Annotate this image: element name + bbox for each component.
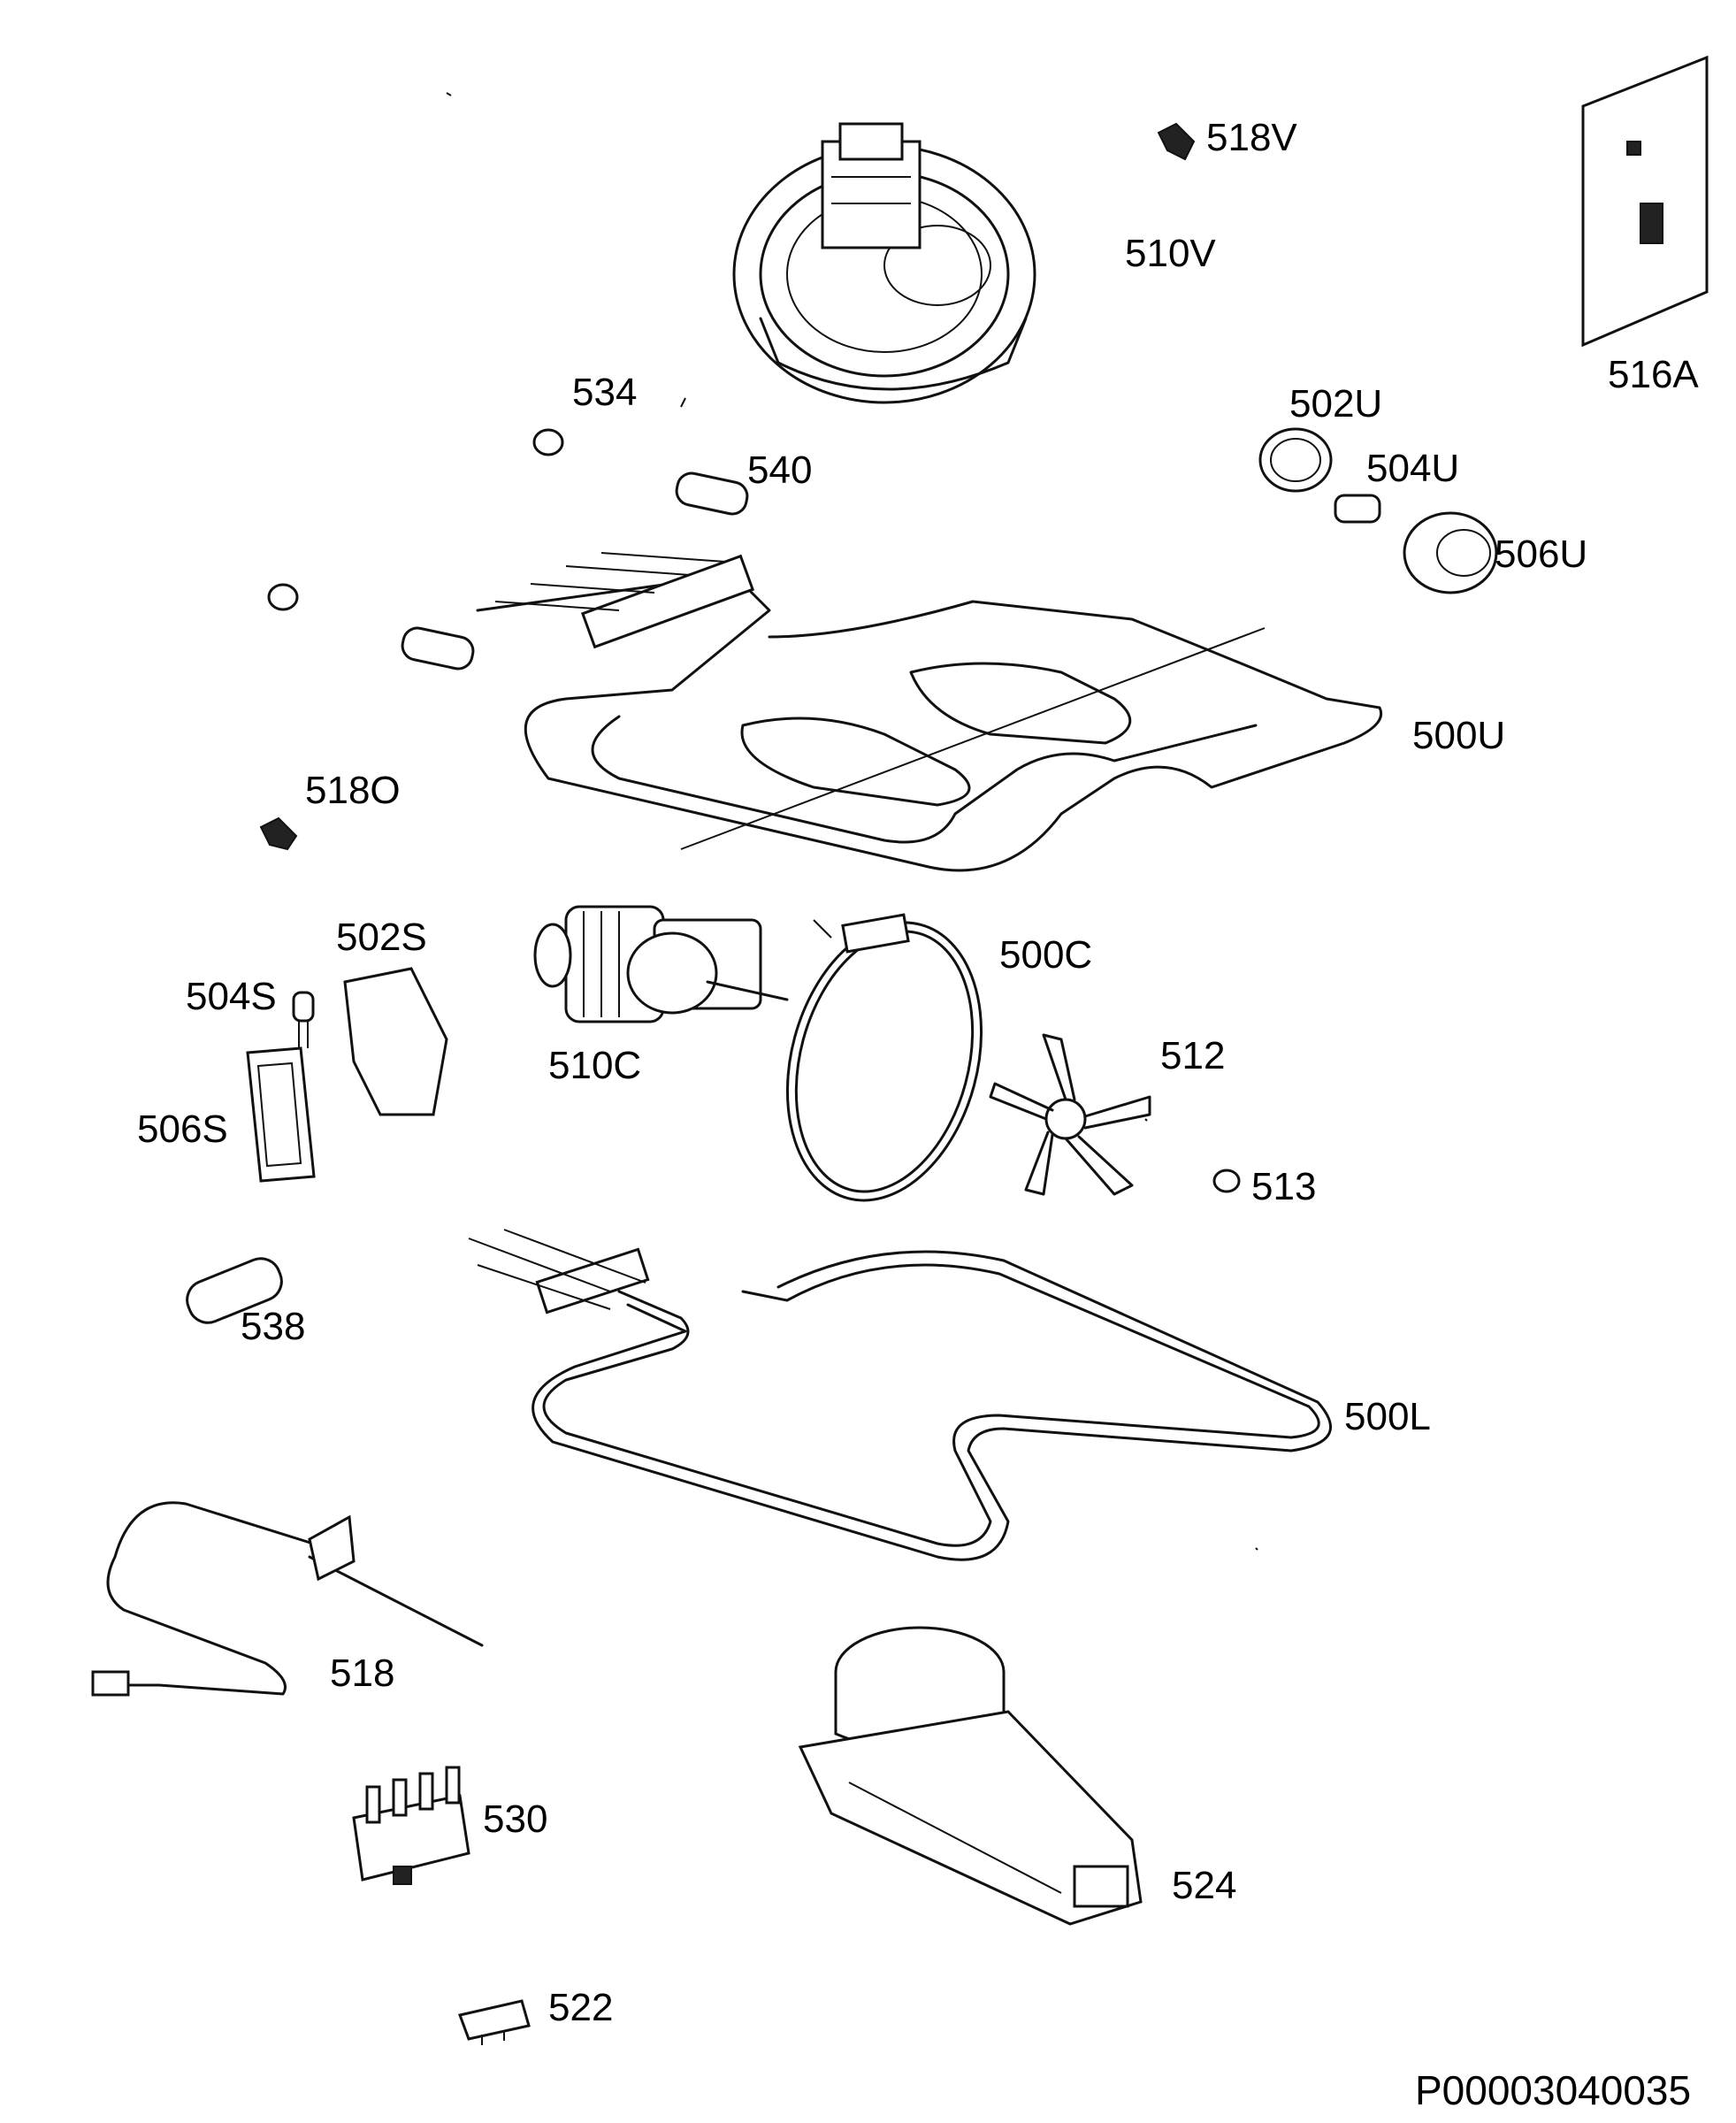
label-500L: 500L bbox=[1344, 1395, 1431, 1438]
label-518O: 518O bbox=[305, 769, 401, 812]
part-540-sleeves bbox=[401, 471, 749, 671]
part-500C-circular-heating-element bbox=[785, 913, 983, 1202]
part-502U-lamp-holder bbox=[1258, 427, 1333, 493]
part-506S-lamp-glass bbox=[246, 1046, 316, 1183]
label-504S: 504S bbox=[186, 975, 277, 1018]
drawing-code: P00003040035 bbox=[1415, 2067, 1692, 2113]
label-506U: 506U bbox=[1495, 533, 1588, 576]
label-510V: 510V bbox=[1125, 232, 1216, 275]
part-513-nut bbox=[1212, 1169, 1241, 1193]
label-512: 512 bbox=[1160, 1034, 1226, 1077]
part-518-temperature-sensor bbox=[91, 1501, 484, 1697]
label-524: 524 bbox=[1172, 1864, 1237, 1907]
label-502U: 502U bbox=[1289, 382, 1383, 425]
label-516A: 516A bbox=[1608, 353, 1699, 396]
label-534: 534 bbox=[572, 371, 638, 414]
label-506S: 506S bbox=[137, 1107, 228, 1151]
label-500C: 500C bbox=[999, 933, 1093, 977]
label-504U: 504U bbox=[1366, 447, 1460, 490]
label-522: 522 bbox=[548, 1986, 614, 2029]
label-538: 538 bbox=[241, 1305, 306, 1348]
part-516A-circuit-board bbox=[1581, 55, 1709, 348]
part-534-nuts bbox=[267, 428, 564, 611]
part-512-fan-blade bbox=[989, 1033, 1151, 1196]
part-510C-motor bbox=[533, 905, 789, 1023]
label-510C: 510C bbox=[548, 1044, 642, 1087]
part-502S-lamp-housing bbox=[343, 967, 448, 1116]
part-518O-clip bbox=[259, 816, 298, 851]
part-522-microswitch bbox=[457, 1999, 531, 2045]
part-504U-bulb bbox=[1334, 494, 1381, 524]
label-530: 530 bbox=[483, 1797, 548, 1841]
part-524-programmer bbox=[798, 1626, 1143, 1926]
part-500L-lower-heating-element bbox=[468, 1229, 1333, 1561]
label-513: 513 bbox=[1251, 1165, 1317, 1208]
label-518: 518 bbox=[330, 1652, 395, 1695]
part-500U-upper-heating-element bbox=[476, 552, 1382, 872]
label-540: 540 bbox=[747, 448, 813, 492]
label-500U: 500U bbox=[1412, 714, 1506, 757]
part-506U-lamp-cover bbox=[1403, 511, 1498, 594]
label-502S: 502S bbox=[336, 916, 427, 959]
part-504S-bulb bbox=[292, 991, 315, 1048]
part-518V-clip bbox=[1157, 122, 1196, 161]
part-510V-fan-assembly bbox=[732, 122, 1036, 404]
part-538-sleeve bbox=[186, 1257, 283, 1324]
label-518V: 518V bbox=[1206, 116, 1297, 159]
part-530-terminal-block bbox=[352, 1766, 470, 1885]
